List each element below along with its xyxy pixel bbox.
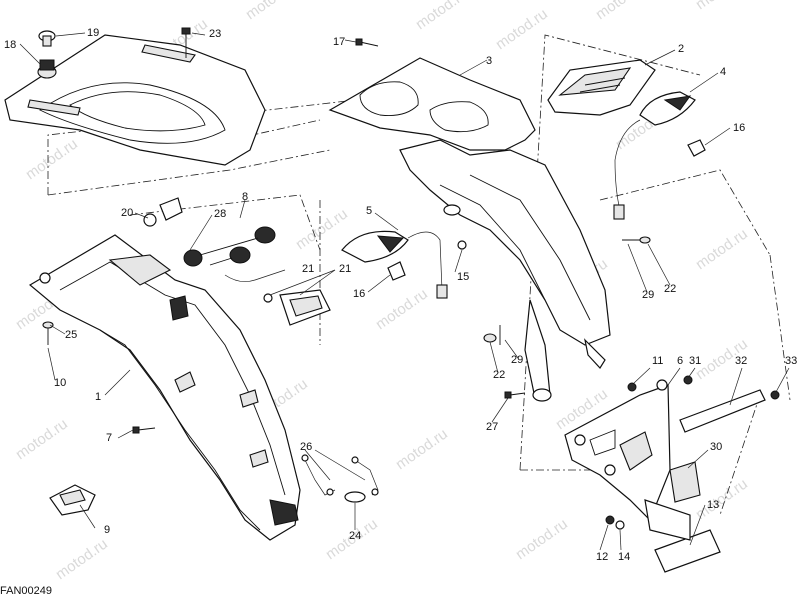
part-label: 13	[707, 499, 719, 511]
part-label: 24	[349, 530, 361, 542]
watermark-text: motod.ru	[693, 0, 751, 13]
watermark-text: motod.ru	[373, 285, 431, 333]
part-label: 19	[87, 27, 99, 39]
rear-tray	[328, 57, 611, 402]
part-label: 22	[664, 283, 676, 295]
part-label: 16	[353, 288, 365, 300]
watermark-text: motod.ru	[513, 515, 571, 563]
part-label: 27	[486, 421, 498, 433]
part-label: 22	[493, 369, 505, 381]
part-label: 7	[106, 432, 112, 444]
figure-code: FAN00249	[0, 585, 52, 597]
tail-light	[547, 59, 656, 116]
part-label: 29	[511, 354, 523, 366]
seat-lock	[143, 197, 331, 326]
watermark-text: motod.ru	[393, 425, 451, 473]
watermark-text: motod.ru	[693, 225, 751, 273]
part-label: 20	[121, 207, 133, 219]
part-label: 5	[366, 205, 372, 217]
part-number-labels: 1234567891011121314151616171819202121222…	[4, 27, 797, 563]
part-label: 6	[677, 355, 683, 367]
watermark-text: motod.ru	[23, 135, 81, 183]
part-label: 12	[596, 551, 608, 563]
watermark-text: motod.ru	[293, 205, 351, 253]
part-label: 9	[104, 524, 110, 536]
part-label: 18	[4, 39, 16, 51]
watermark-text: motod.ru	[13, 415, 71, 463]
part-label: 29	[642, 289, 654, 301]
part-label: 3	[486, 55, 492, 67]
part-label: 2	[678, 43, 684, 55]
right-indicator	[613, 91, 706, 220]
watermark-text: motod.ru	[693, 475, 751, 523]
part-label: 14	[618, 551, 630, 563]
part-label: 33	[785, 355, 797, 367]
small-parts	[49, 454, 379, 516]
part-label: 10	[54, 377, 66, 389]
part-label: 1	[95, 391, 101, 403]
part-label: 16	[733, 122, 745, 134]
luggage-rack	[4, 27, 266, 166]
part-label: 26	[300, 441, 312, 453]
part-label: 11	[652, 355, 663, 367]
part-label: 30	[710, 441, 722, 453]
part-label: 17	[333, 36, 345, 48]
left-indicator	[341, 230, 448, 299]
part-label: 31	[689, 355, 701, 367]
part-label: 23	[209, 28, 221, 40]
watermark-text: motod.ru	[493, 5, 551, 53]
label-leaders	[19, 32, 790, 551]
watermark-text: motod.ru	[53, 535, 111, 583]
part-label: 28	[214, 208, 226, 220]
rear-mudguard	[28, 234, 301, 541]
watermark-text: motod.ru	[593, 0, 651, 23]
part-label: 4	[720, 66, 726, 78]
part-label: 8	[242, 191, 248, 203]
watermark-text: motod.ru	[243, 0, 301, 23]
watermark-text: motod.ru	[413, 0, 471, 33]
part-label: 15	[457, 271, 469, 283]
part-label: 32	[735, 355, 747, 367]
part-label: 21	[302, 263, 314, 275]
part-label: 21	[339, 263, 351, 275]
license-plate-holder	[564, 379, 766, 573]
part-label: 25	[65, 329, 77, 341]
